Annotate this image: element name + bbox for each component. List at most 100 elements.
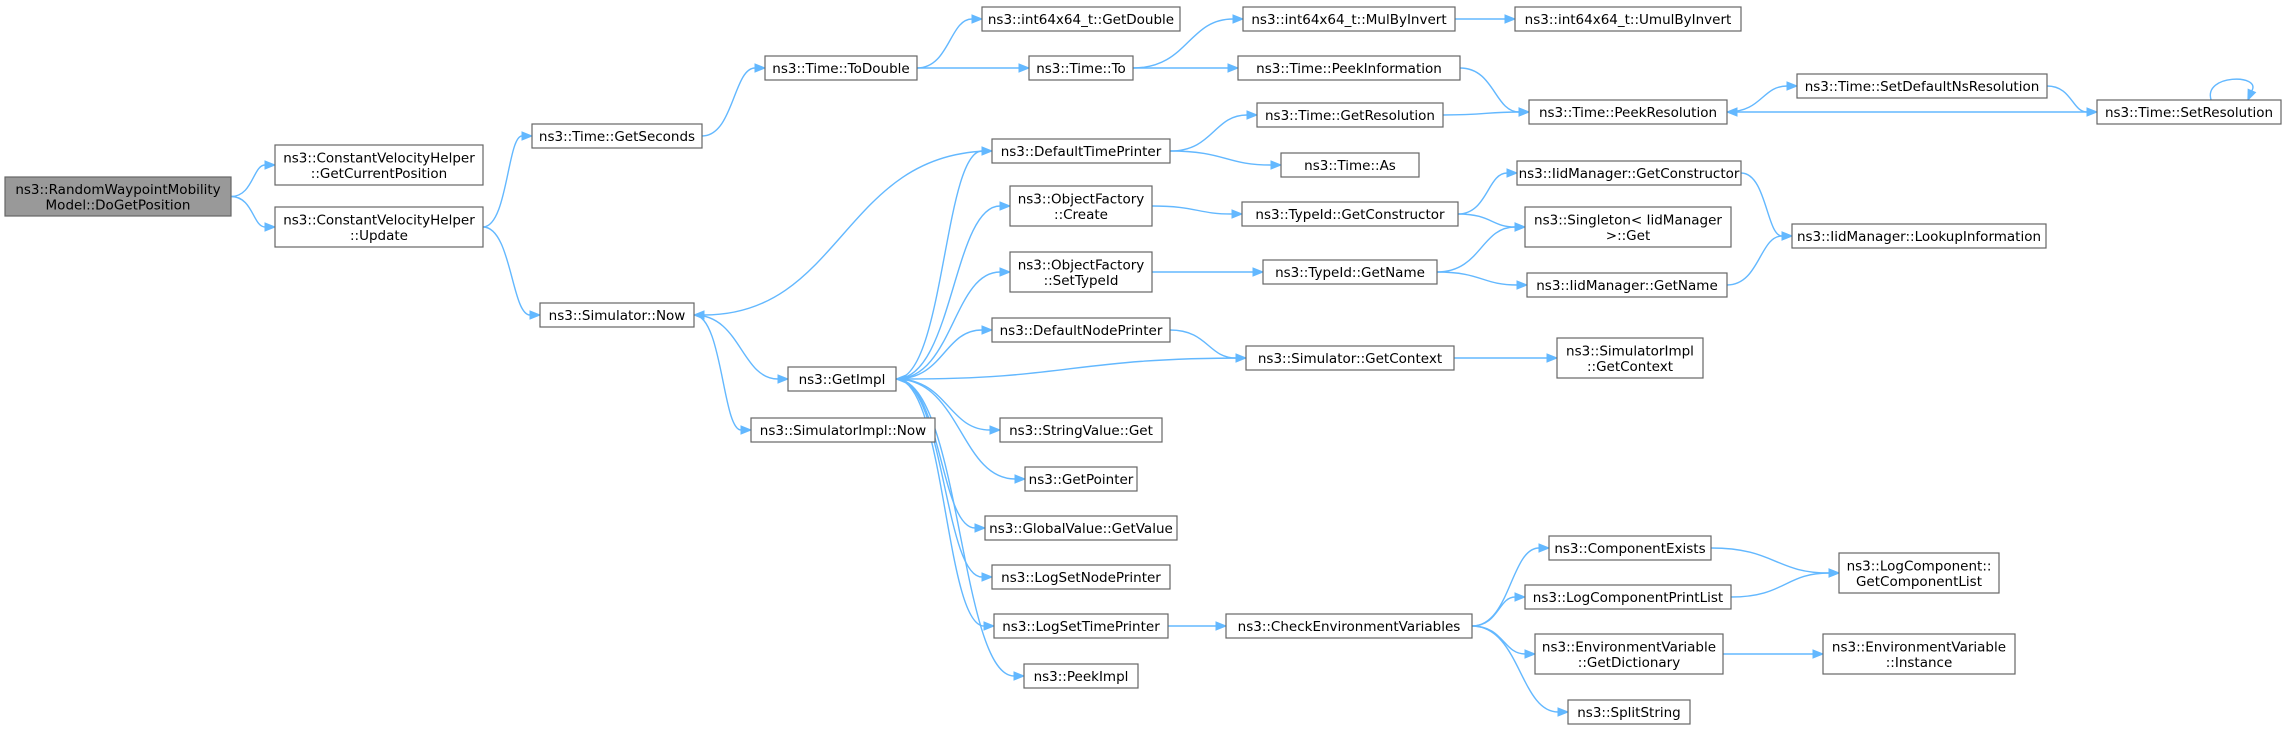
- node-time-to[interactable]: ns3::Time::To: [1028, 55, 1134, 81]
- node-box: [1526, 272, 1728, 298]
- edge-default-time-printer-to-time-as: [1169, 150, 1283, 170]
- node-int-getdouble[interactable]: ns3::int64x64_t::GetDouble: [981, 6, 1181, 32]
- edge-arrowhead: [1014, 474, 1027, 484]
- node-label: ns3::GetImpl: [799, 372, 886, 388]
- node-logcomponent-getlist[interactable]: ns3::LogComponent::GetComponentList: [1838, 552, 2000, 594]
- edge-arrowhead: [1546, 353, 1559, 363]
- node-logtimeprinter[interactable]: ns3::LogSetTimePrinter: [993, 613, 1169, 639]
- node-default-time-printer[interactable]: ns3::DefaultTimePrinter: [991, 138, 1171, 164]
- node-time-getresolution[interactable]: ns3::Time::GetResolution: [1256, 102, 1444, 128]
- node-label: ns3::Simulator::GetContext: [1258, 351, 1442, 367]
- node-box: [999, 417, 1163, 443]
- node-globalvalue-getvalue[interactable]: ns3::GlobalValue::GetValue: [984, 515, 1178, 541]
- node-iid-getconstructor[interactable]: ns3::IidManager::GetConstructor: [1516, 160, 1742, 186]
- edge-line: [701, 67, 756, 137]
- edge-line: [905, 357, 1247, 380]
- node-default-node-printer[interactable]: ns3::DefaultNodePrinter: [991, 317, 1171, 343]
- node-iid-lookupinfo[interactable]: ns3::IidManager::LookupInformation: [1791, 223, 2047, 249]
- edge-sim-now-to-simimpl-now: [693, 314, 753, 435]
- node-box: [1567, 699, 1691, 725]
- edge-iid-getconstructor-to-iid-lookupinfo: [1740, 172, 1794, 241]
- node-envvar-getdictionary[interactable]: ns3::EnvironmentVariable::GetDictionary: [1534, 633, 1724, 675]
- edge-arrowhead: [971, 14, 984, 24]
- node-iid-getname[interactable]: ns3::IidManager::GetName: [1526, 272, 1728, 298]
- node-typeid-getconstructor[interactable]: ns3::TypeId::GetConstructor: [1241, 201, 1459, 227]
- node-sim-now[interactable]: ns3::Simulator::Now: [539, 302, 695, 328]
- node-of-settypeid[interactable]: ns3::ObjectFactory::SetTypeId: [1009, 251, 1153, 293]
- edge-line: [1471, 625, 1526, 655]
- node-getpointer[interactable]: ns3::GetPointer: [1024, 466, 1138, 492]
- node-int-mulbyinvert[interactable]: ns3::int64x64_t::MulByInvert: [1242, 6, 1456, 32]
- node-label: ns3::Time::As: [1304, 158, 1396, 174]
- edge-typeid-getname-to-iid-getname: [1436, 271, 1529, 290]
- node-time-peekresolution[interactable]: ns3::Time::PeekResolution: [1528, 99, 1728, 125]
- node-of-create[interactable]: ns3::ObjectFactory::Create: [1009, 185, 1153, 227]
- edge-arrowhead: [1227, 63, 1240, 73]
- node-label: ns3::Time::To: [1036, 61, 1126, 77]
- edge-default-time-printer-to-time-getresolution: [1169, 110, 1259, 152]
- node-cvh-update[interactable]: ns3::ConstantVelocityHelper::Update: [274, 206, 484, 248]
- node-peekimpl[interactable]: ns3::PeekImpl: [1023, 663, 1139, 689]
- node-lognodeprinter[interactable]: ns3::LogSetNodePrinter: [991, 564, 1171, 590]
- node-int-umulbyinvert[interactable]: ns3::int64x64_t::UmulByInvert: [1514, 6, 1742, 32]
- edge-line: [895, 329, 983, 380]
- node-component-exists[interactable]: ns3::ComponentExists: [1548, 535, 1712, 561]
- edge-line: [895, 271, 1001, 380]
- edge-check-env-to-split-string: [1471, 625, 1570, 717]
- node-envvar-instance[interactable]: ns3::EnvironmentVariable::Instance: [1822, 633, 2016, 675]
- node-time-todouble[interactable]: ns3::Time::ToDouble: [764, 55, 918, 81]
- node-box: [991, 138, 1171, 164]
- node-label: ns3::SimulatorImpl::Now: [760, 423, 926, 439]
- edge-line: [895, 378, 1015, 677]
- node-box: [1822, 633, 2016, 675]
- node-sim-getcontext[interactable]: ns3::Simulator::GetContext: [1245, 345, 1455, 371]
- edge-log-component-printlist-to-logcomponent-getlist: [1730, 568, 1841, 598]
- edge-arrowhead: [1828, 568, 1841, 578]
- node-time-setresolution[interactable]: ns3::Time::SetResolution: [2096, 99, 2282, 125]
- node-box: [1534, 633, 1724, 675]
- node-box: [993, 613, 1169, 639]
- edge-line: [1436, 226, 1516, 273]
- edge-time-setresolution-to-time-setresolution: [2209, 78, 2257, 102]
- edge-int-mulbyinvert-to-int-umulbyinvert: [1455, 14, 1517, 24]
- node-label: ns3::Time::PeekResolution: [1539, 105, 1717, 121]
- node-getimpl[interactable]: ns3::GetImpl: [787, 366, 897, 392]
- node-root: ns3::RandomWaypointMobilityModel::DoGetP…: [4, 176, 232, 217]
- edge-arrowhead: [1557, 707, 1570, 717]
- node-label: ::Instance: [1886, 655, 1953, 671]
- edge-arrowhead: [2247, 88, 2257, 102]
- edge-default-node-printer-to-sim-getcontext: [1169, 329, 1248, 363]
- node-label: ns3::EnvironmentVariable: [1542, 639, 1716, 655]
- node-split-string[interactable]: ns3::SplitString: [1567, 699, 1691, 725]
- node-label: ns3::Time::ToDouble: [772, 61, 909, 77]
- edge-sim-now-to-getimpl: [693, 314, 790, 384]
- edge-arrowhead: [999, 267, 1012, 277]
- node-simimpl-now[interactable]: ns3::SimulatorImpl::Now: [750, 417, 936, 443]
- node-log-component-printlist[interactable]: ns3::LogComponentPrintList: [1524, 584, 1732, 610]
- node-typeid-getname[interactable]: ns3::TypeId::GetName: [1262, 259, 1438, 285]
- node-label: ns3::EnvironmentVariable: [1832, 639, 2006, 655]
- edge-getimpl-to-logtimeprinter: [895, 378, 996, 631]
- node-cvh-getpos[interactable]: ns3::ConstantVelocityHelper::GetCurrentP…: [274, 144, 484, 186]
- edge-arrowhead: [1018, 63, 1031, 73]
- edge-line: [1169, 329, 1237, 359]
- node-label: ns3::GetPointer: [1029, 472, 1134, 488]
- node-time-setdefaultns[interactable]: ns3::Time::SetDefaultNsResolution: [1796, 73, 2048, 99]
- edge-arrowhead: [692, 310, 705, 320]
- edge-time-todouble-to-int-getdouble: [916, 14, 984, 69]
- node-box: [1796, 73, 2048, 99]
- edges-layer: [230, 14, 2257, 717]
- node-stringvalue-get[interactable]: ns3::StringValue::Get: [999, 417, 1163, 443]
- node-box: [1524, 206, 1732, 248]
- node-time-peekinfo[interactable]: ns3::Time::PeekInformation: [1237, 55, 1461, 81]
- edge-arrowhead: [264, 160, 277, 170]
- node-time-as[interactable]: ns3::Time::As: [1280, 152, 1420, 178]
- edge-arrowhead: [894, 374, 907, 384]
- node-time-getseconds[interactable]: ns3::Time::GetSeconds: [531, 123, 703, 149]
- edge-line: [1151, 205, 1233, 215]
- node-label: ns3::CheckEnvironmentVariables: [1238, 619, 1461, 635]
- node-simimpl-getcontext[interactable]: ns3::SimulatorImpl::GetContext: [1556, 337, 1704, 379]
- node-box: [1023, 663, 1139, 689]
- node-check-env[interactable]: ns3::CheckEnvironmentVariables: [1225, 613, 1473, 639]
- node-singleton-get[interactable]: ns3::Singleton< IidManager >::Get: [1524, 206, 1732, 248]
